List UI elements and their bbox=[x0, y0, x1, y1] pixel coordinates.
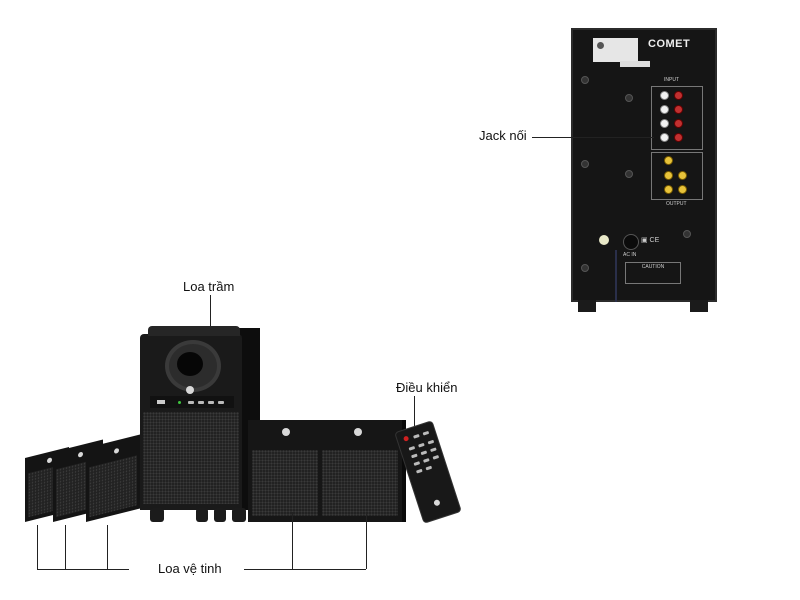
satellite-pointer-line bbox=[37, 525, 38, 570]
control-button bbox=[198, 401, 204, 404]
subwoofer-logo bbox=[186, 386, 194, 394]
ac-label: AC IN bbox=[623, 252, 637, 258]
subwoofer-grill bbox=[143, 412, 239, 504]
ce-mark: ▣ CE bbox=[641, 237, 660, 244]
satellite-speaker-left-3 bbox=[86, 434, 140, 522]
satellite-pointer-line bbox=[107, 525, 108, 570]
input-jack-panel: INPUT bbox=[651, 77, 703, 150]
input-label: INPUT bbox=[664, 77, 679, 83]
satellite-pointer-line bbox=[366, 512, 367, 569]
subwoofer-rear-view: COMET INPUT OUTPUT AC IN ▣ CE CAUTION bbox=[571, 28, 717, 302]
control-button bbox=[208, 401, 214, 404]
remote-pointer-line bbox=[414, 396, 415, 436]
control-button bbox=[188, 401, 194, 404]
power-led bbox=[178, 401, 181, 404]
control-button bbox=[218, 401, 224, 404]
satellite-pointer-line bbox=[244, 569, 366, 570]
rear-foot-left bbox=[578, 300, 596, 312]
satellite-pointer-line bbox=[37, 569, 129, 570]
satellite-pointer-line bbox=[292, 512, 293, 569]
brand-logo-text: COMET bbox=[648, 38, 691, 50]
jack-label: Jack nối bbox=[479, 128, 527, 143]
output-label: OUTPUT bbox=[666, 201, 687, 207]
ac-power-socket bbox=[623, 234, 639, 250]
satellite-speaker-right-2 bbox=[318, 420, 406, 522]
satellite-label: Loa vệ tinh bbox=[158, 561, 222, 576]
output-jack-panel: OUTPUT bbox=[651, 152, 703, 207]
remote-label: Điều khiển bbox=[396, 380, 458, 395]
rear-foot-right bbox=[690, 300, 708, 312]
subwoofer-label: Loa trầm bbox=[183, 279, 235, 294]
usb-port bbox=[157, 400, 165, 404]
serial-sticker bbox=[620, 61, 650, 67]
caution-label: CAUTION bbox=[625, 262, 681, 284]
caution-text: CAUTION bbox=[641, 264, 665, 270]
satellite-pointer-line bbox=[65, 525, 66, 570]
brand-logo: COMET bbox=[648, 38, 690, 50]
subwoofer-pointer-line bbox=[210, 295, 211, 335]
power-cable bbox=[615, 250, 617, 302]
satellite-speaker-right-1 bbox=[248, 420, 330, 522]
jack-pointer-line bbox=[532, 137, 654, 138]
